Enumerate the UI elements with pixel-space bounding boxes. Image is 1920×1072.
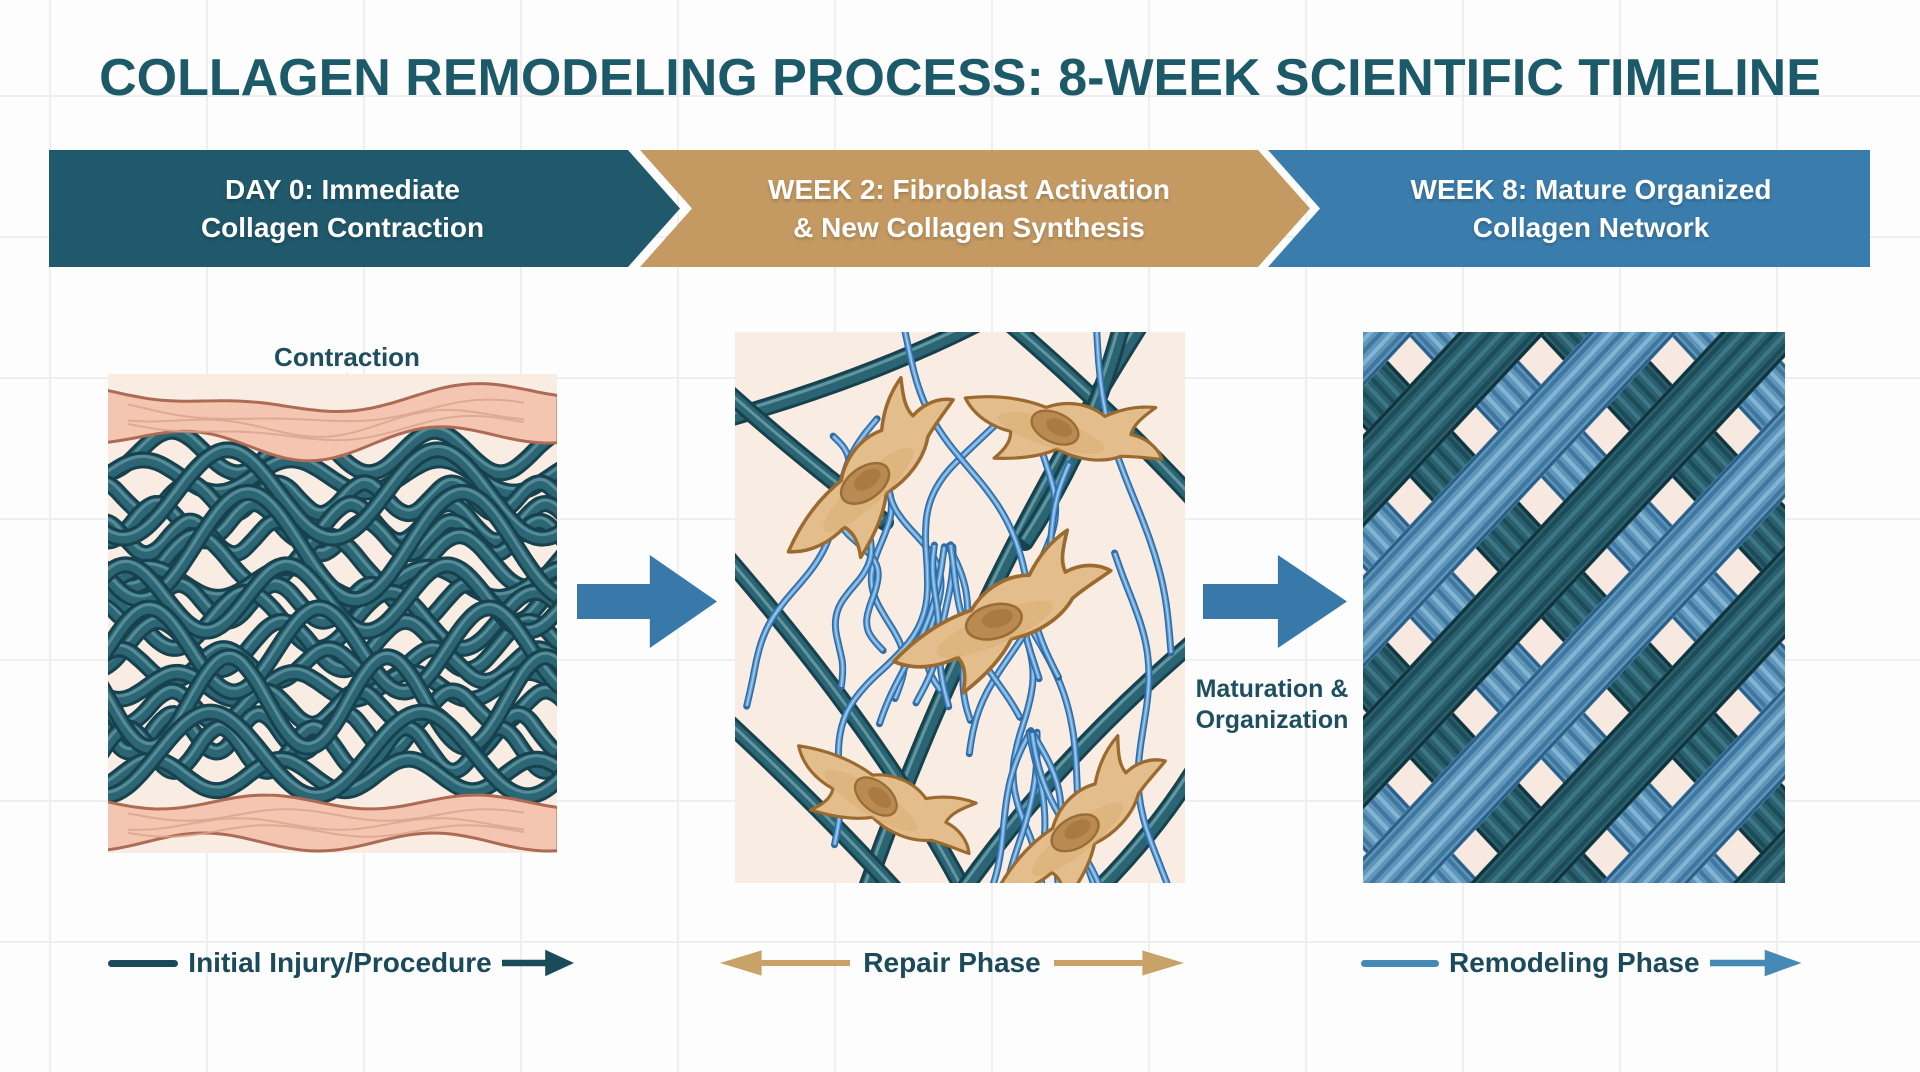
maturation-line2: Organization bbox=[1195, 706, 1349, 734]
maturation-line1: Maturation & bbox=[1195, 675, 1349, 703]
legend-right-arrow-icon-teal bbox=[502, 949, 574, 977]
legend-line-blue bbox=[1361, 959, 1439, 967]
legend-left-arrow-icon-tan bbox=[720, 948, 850, 978]
panel-week8-illustration bbox=[1363, 332, 1785, 883]
fibroblast-activation-graphic bbox=[735, 332, 1185, 883]
contraction-annotation-label: Contraction bbox=[274, 342, 420, 372]
legend-right-arrow-icon-tan bbox=[1053, 950, 1184, 976]
timeline-step-week2-line1: WEEK 2: Fibroblast Activation bbox=[768, 173, 1170, 205]
maturation-annotation-label: Maturation & Organization bbox=[1181, 674, 1363, 736]
timeline-step-week8: WEEK 8: Mature Organized Collagen Networ… bbox=[1268, 150, 1870, 267]
timeline-step-day0-line2: Collagen Contraction bbox=[200, 211, 485, 243]
timeline-step-week8-line1: WEEK 8: Mature Organized bbox=[1410, 173, 1772, 205]
tangled-collagen-fibers-graphic bbox=[108, 374, 557, 853]
timeline-step-week8-line2: Collagen Network bbox=[1472, 211, 1710, 243]
timeline-step-day0: DAY 0: Immediate Collagen Contraction bbox=[49, 150, 680, 267]
legend-label-repair-phase: Repair Phase bbox=[863, 947, 1041, 978]
panel-day0-illustration bbox=[108, 374, 557, 853]
panel-week2-illustration bbox=[735, 332, 1185, 883]
legend-label-remodeling-phase: Remodeling Phase bbox=[1449, 947, 1700, 978]
legend-label-initial-injury: Initial Injury/Procedure bbox=[188, 947, 492, 978]
timeline-step-week2-line2: & New Collagen Synthesis bbox=[793, 211, 1145, 243]
timeline-step-day0-line1: DAY 0: Immediate bbox=[225, 173, 460, 205]
legend-remodeling-phase: Remodeling Phase bbox=[1361, 944, 1802, 982]
legend-repair-phase: Repair Phase bbox=[720, 944, 1184, 982]
timeline-step-week2: WEEK 2: Fibroblast Activation & New Coll… bbox=[640, 150, 1310, 267]
legend-line-teal bbox=[108, 959, 178, 967]
legend-right-arrow-icon-blue bbox=[1709, 949, 1802, 977]
organized-collagen-weave-graphic bbox=[1363, 332, 1785, 883]
page-title: COLLAGEN REMODELING PROCESS: 8-WEEK SCIE… bbox=[99, 49, 1821, 107]
legend-initial-injury: Initial Injury/Procedure bbox=[108, 944, 574, 982]
